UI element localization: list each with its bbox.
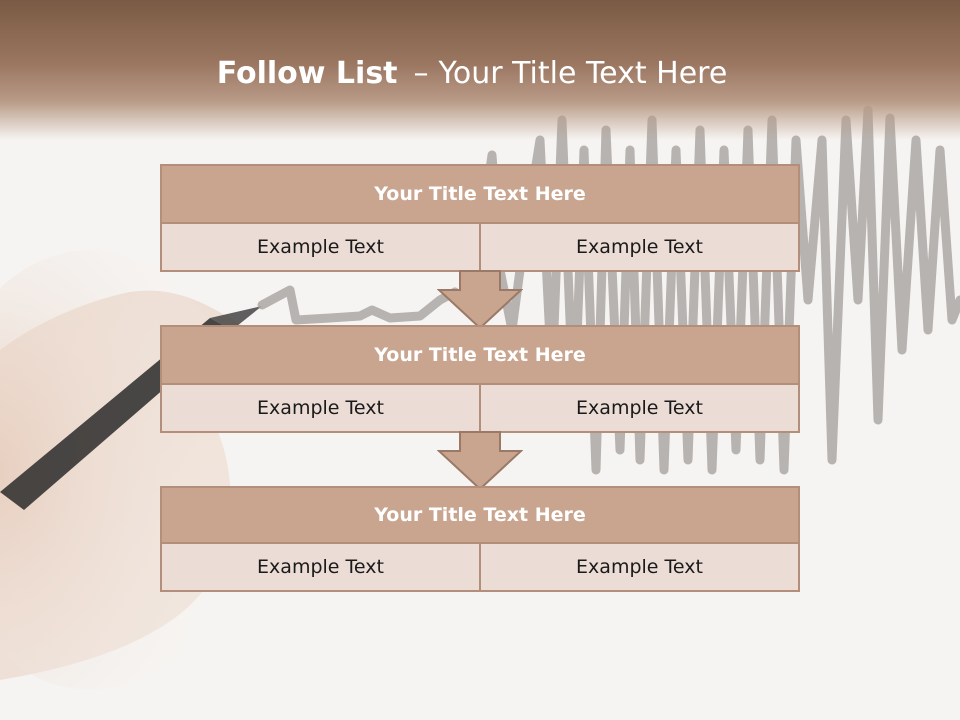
title-dash: –: [413, 56, 429, 91]
title-bold-part: Follow List: [216, 56, 398, 91]
block-cell-right: Example Text: [479, 385, 798, 431]
block-cell-right: Example Text: [479, 224, 798, 270]
title-rest-part: Your Title Text Here: [438, 56, 728, 91]
block-row: Example Text Example Text: [162, 544, 798, 590]
follow-block-2: Your Title Text Here Example Text Exampl…: [160, 325, 800, 433]
slide-title: Follow List–Your Title Text Here: [0, 52, 944, 96]
follow-block-1: Your Title Text Here Example Text Exampl…: [160, 164, 800, 272]
block-cell-right: Example Text: [479, 544, 798, 590]
header-band: [0, 0, 960, 140]
follow-block-3: Your Title Text Here Example Text Exampl…: [160, 486, 800, 592]
block-cell-left: Example Text: [162, 224, 479, 270]
block-title: Your Title Text Here: [162, 488, 798, 544]
down-arrow-icon: [437, 270, 523, 330]
down-arrow-icon: [437, 431, 523, 491]
block-title: Your Title Text Here: [162, 166, 798, 224]
block-row: Example Text Example Text: [162, 224, 798, 270]
block-row: Example Text Example Text: [162, 385, 798, 431]
block-title: Your Title Text Here: [162, 327, 798, 385]
block-cell-left: Example Text: [162, 385, 479, 431]
block-cell-left: Example Text: [162, 544, 479, 590]
